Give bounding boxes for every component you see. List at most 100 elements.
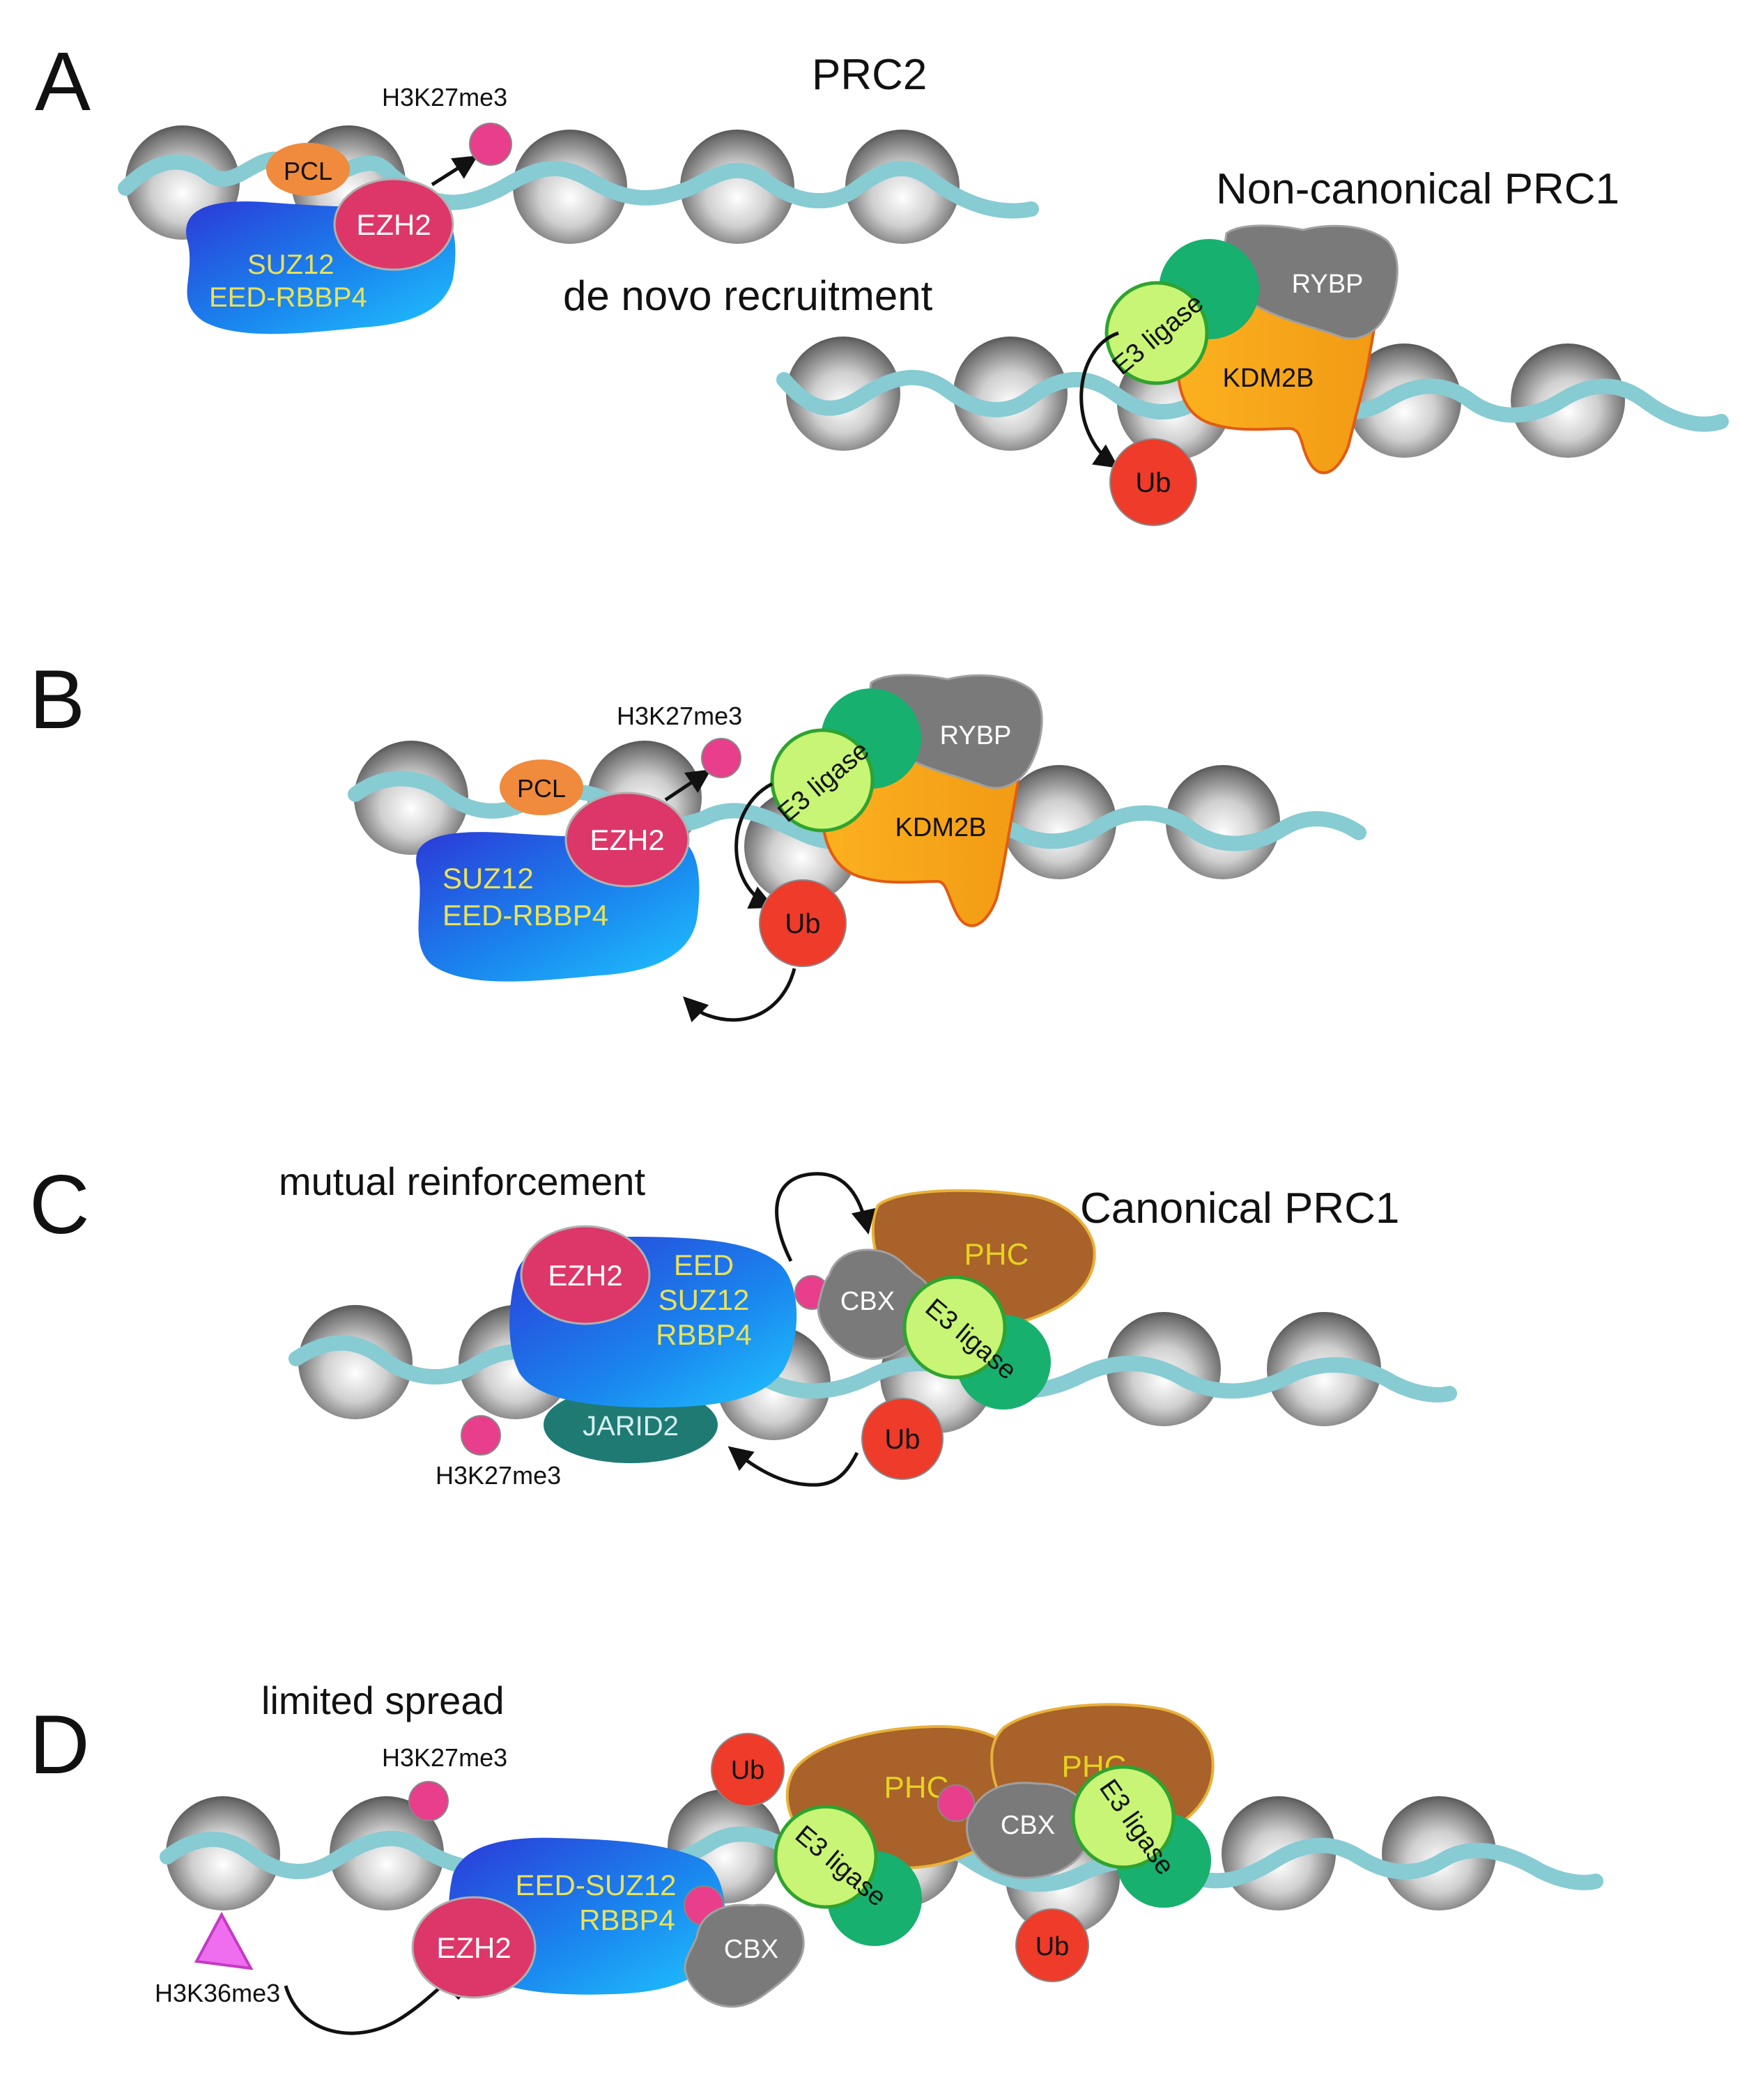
h3k27me3-mark-bound	[937, 1784, 975, 1822]
cbx-label: CBX	[840, 1287, 895, 1316]
prc2-label-line1: SUZ12	[442, 862, 534, 895]
nucleosome	[953, 337, 1068, 451]
nucleosome	[1382, 1796, 1496, 1910]
h3k36me3-mark	[194, 1911, 254, 1970]
prc2-label-line2: EED-RBBP4	[209, 282, 367, 313]
mutual-reinforcement-label: mutual reinforcement	[279, 1159, 645, 1203]
h3k27me3-mark	[461, 1415, 501, 1456]
ub-label: Ub	[884, 1424, 920, 1455]
nucleosome	[1166, 765, 1280, 879]
prc2-title: PRC2	[812, 51, 927, 99]
ub-mark	[861, 1398, 944, 1480]
limited-spread-label: limited spread	[261, 1678, 505, 1722]
e3-ligase-subunit	[770, 728, 875, 833]
h3k27me3-mark	[469, 123, 512, 166]
prc2-label-line1: EED	[674, 1249, 734, 1281]
nucleosome	[330, 1796, 444, 1910]
phc-label: PHC	[964, 1237, 1029, 1272]
ub-mark	[1015, 1908, 1089, 1982]
kdm2b-label: KDM2B	[1223, 364, 1314, 393]
feedback-arrow	[727, 1446, 859, 1487]
canonical-prc1-d: PHC PHC Ub CBX CBX E3 ligase E3 ligase	[684, 1703, 1215, 2008]
pcl-subunit	[500, 759, 583, 815]
cbx-subunit	[966, 1782, 1093, 1879]
nucleosome	[1347, 343, 1461, 458]
inhibition-arc	[284, 1981, 447, 2035]
ezh2-label: EZH2	[356, 208, 431, 241]
e3-ligase-subunit	[902, 1275, 1007, 1380]
nucleosome	[786, 337, 900, 451]
e3-ligase-subunit	[1104, 281, 1209, 385]
panel-letter-d: D	[29, 1698, 90, 1791]
nucleosome	[298, 1305, 413, 1419]
kdm2b-label: KDM2B	[895, 813, 987, 842]
recruitment-arrow	[775, 1172, 876, 1263]
cbx-label: CBX	[1001, 1811, 1055, 1840]
h3k36me3-label: H3K36me3	[155, 1979, 280, 2007]
h3k27me3-label: H3K27me3	[382, 1743, 507, 1772]
nucleosome	[1002, 765, 1116, 879]
panel-b: B PCL EZH2 SUZ12 EED-RBBP4 H3K27me3 RYBP	[29, 653, 1366, 1023]
canonical-prc1-c: PHC CBX E3 ligase Ub	[727, 1172, 1096, 1487]
ub-mark	[759, 879, 847, 967]
jarid2-label: JARID2	[583, 1411, 679, 1442]
de-novo-recruitment-label: de novo recruitment	[563, 272, 933, 319]
ezh2-subunit	[564, 792, 690, 888]
ub-label: Ub	[1135, 468, 1171, 498]
ezh2-label: EZH2	[548, 1259, 622, 1292]
prc2-label-line2: RBBP4	[579, 1904, 675, 1936]
methylation-arrow	[664, 769, 711, 802]
canonical-prc1-title: Canonical PRC1	[1080, 1184, 1399, 1233]
nucleosome	[166, 1796, 280, 1910]
h3k27me3-label: H3K27me3	[436, 1461, 561, 1490]
prc2-label-line3: RBBP4	[656, 1318, 752, 1351]
e3-ligase-subunit	[1071, 1765, 1176, 1869]
nucleosome	[354, 741, 468, 855]
e3-ligase-subunit	[773, 1805, 878, 1909]
noncanonical-prc1-title: Non-canonical PRC1	[1216, 165, 1619, 213]
panel-letter-b: B	[29, 653, 85, 746]
ub-label: Ub	[731, 1756, 765, 1785]
ezh2-subunit	[411, 1896, 537, 1999]
ub-label: Ub	[1035, 1932, 1070, 1961]
rybp-label: RYBP	[1292, 270, 1364, 299]
prc2-label-line1: EED-SUZ12	[515, 1869, 676, 1901]
h3k27me3-mark	[701, 738, 741, 778]
panel-a: A PRC2 Non-canonical PRC1 de novo recrui…	[35, 35, 1729, 526]
ezh2-label: EZH2	[436, 1931, 511, 1964]
pcl-label: PCL	[517, 774, 566, 803]
ezh2-subunit	[520, 1225, 651, 1325]
nucleosome	[680, 130, 794, 244]
panel-d: D limited spread H3K36me3 EZH2 EED-SUZ12…	[29, 1678, 1603, 2035]
ub-mark	[1109, 438, 1197, 526]
cbx-label: CBX	[724, 1935, 778, 1964]
prc2-complex-a: PCL EZH2 SUZ12 EED-RBBP4 H3K27me3	[186, 83, 512, 334]
rybp-subunit	[1222, 224, 1399, 340]
noncanonical-prc1-b: RYBP E3 ligase KDM2B Ub	[683, 674, 1043, 1023]
prc2-complex-c: JARID2 EZH2 EED SUZ12 RBBP4 H3K27me3	[436, 1225, 797, 1490]
noncanonical-prc1-a: RYBP E3 ligase KDM2B Ub	[1079, 224, 1399, 526]
h3k27me3-mark	[408, 1781, 449, 1821]
rybp-label: RYBP	[940, 721, 1012, 750]
prc2-label-line1: SUZ12	[247, 249, 334, 280]
prc2-label-line2: SUZ12	[659, 1283, 750, 1316]
ub-mark	[711, 1733, 785, 1807]
feedback-arrow	[683, 968, 796, 1023]
methylation-arrow	[431, 155, 478, 187]
ezh2-label: EZH2	[590, 824, 664, 856]
cbx-subunit	[684, 1904, 805, 2008]
h3k27me3-label: H3K27me3	[617, 702, 742, 730]
ezh2-subunit	[333, 178, 454, 271]
ubiquitination-arrow	[1079, 331, 1119, 468]
ub-label: Ub	[785, 909, 820, 939]
prc2-complex-d: EZH2 EED-SUZ12 RBBP4 H3K27me3	[382, 1743, 725, 1999]
pcl-label: PCL	[284, 157, 332, 185]
nucleosome	[845, 130, 960, 244]
nucleosome	[513, 130, 627, 244]
panel-letter-c: C	[29, 1158, 90, 1251]
prc2-label-line2: EED-RBBP4	[442, 899, 608, 932]
ubiquitination-arrow	[734, 782, 775, 909]
dna-strand	[288, 1335, 1457, 1403]
